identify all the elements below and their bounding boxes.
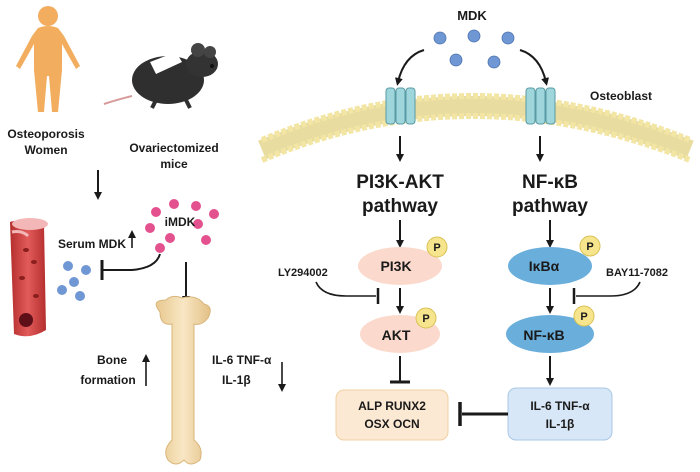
left-cytokines-line1: IL-6 TNF-α bbox=[212, 353, 272, 367]
nfkb-phospho-label: P bbox=[580, 311, 587, 323]
mdk-arrow-left bbox=[395, 49, 425, 86]
mice-label-line2: mice bbox=[160, 157, 188, 171]
pi3k-pathway-line2: pathway bbox=[362, 196, 438, 217]
pi3k-label: PI3K bbox=[380, 258, 411, 274]
cytokines-box bbox=[507, 387, 613, 441]
imdk-inhibition-line bbox=[102, 253, 161, 271]
serum-mdk-label: Serum MDK bbox=[58, 237, 126, 251]
osteo-markers-line2: OSX OCN bbox=[364, 417, 419, 431]
ikba-phospho-badge bbox=[579, 235, 601, 257]
bay11-7082-label: BAY11-7082 bbox=[606, 267, 668, 279]
pi3k-phospho-label: P bbox=[433, 242, 440, 254]
nfkb-pathway-line2: pathway bbox=[512, 196, 588, 217]
mdk-ligand-dots bbox=[433, 29, 515, 69]
bone-formation-line1: Bone bbox=[97, 353, 127, 367]
right-cytokines-line1: IL-6 TNF-α bbox=[530, 399, 590, 413]
bay11-7082-inhibition-line bbox=[576, 281, 641, 297]
pi3k-phospho-badge bbox=[426, 236, 448, 258]
imdk-label: iMDK bbox=[165, 215, 196, 229]
nfkb-phospho-badge bbox=[573, 305, 595, 327]
akt-label: AKT bbox=[382, 327, 411, 343]
mouse-icon bbox=[103, 43, 218, 109]
blood-vessel-icon bbox=[10, 218, 48, 337]
cell-membrane bbox=[258, 93, 694, 163]
pi3k-node bbox=[358, 247, 442, 285]
femur-bone-icon bbox=[155, 295, 211, 465]
serum-mdk-dots bbox=[57, 261, 91, 301]
woman-icon bbox=[16, 6, 80, 112]
ly294002-label: LY294002 bbox=[278, 267, 328, 279]
ikba-phospho-label: P bbox=[586, 241, 593, 253]
right-cytokines-line2: IL-1β bbox=[546, 417, 575, 431]
ikba-label: IκBα bbox=[529, 258, 560, 274]
mice-label-line1: Ovariectomized bbox=[129, 141, 218, 155]
receptor-right bbox=[525, 87, 556, 125]
mdk-arrow-right bbox=[519, 49, 549, 86]
ikba-node bbox=[508, 247, 592, 285]
left-cytokines-line2: IL-1β bbox=[222, 373, 251, 387]
osteogenic-markers-box bbox=[335, 389, 449, 441]
mdk-label: MDK bbox=[457, 8, 487, 23]
akt-phospho-label: P bbox=[422, 313, 429, 325]
osteoblast-label: Osteoblast bbox=[590, 89, 652, 103]
nfkb-node bbox=[506, 315, 594, 353]
women-label-line1: Osteoporosis bbox=[7, 127, 85, 141]
ly294002-inhibition-line bbox=[315, 281, 376, 297]
imdk-dots bbox=[145, 199, 219, 253]
pi3k-pathway-line1: PI3K-AKT bbox=[356, 172, 444, 193]
nfkb-pathway-line1: NF-κB bbox=[522, 172, 578, 193]
nfkb-label: NF-κB bbox=[523, 327, 564, 343]
akt-phospho-badge bbox=[415, 307, 437, 329]
women-label-line2: Women bbox=[24, 143, 67, 157]
osteo-markers-line1: ALP RUNX2 bbox=[358, 399, 426, 413]
bone-formation-line2: formation bbox=[80, 373, 135, 387]
receptor-left bbox=[385, 87, 416, 125]
